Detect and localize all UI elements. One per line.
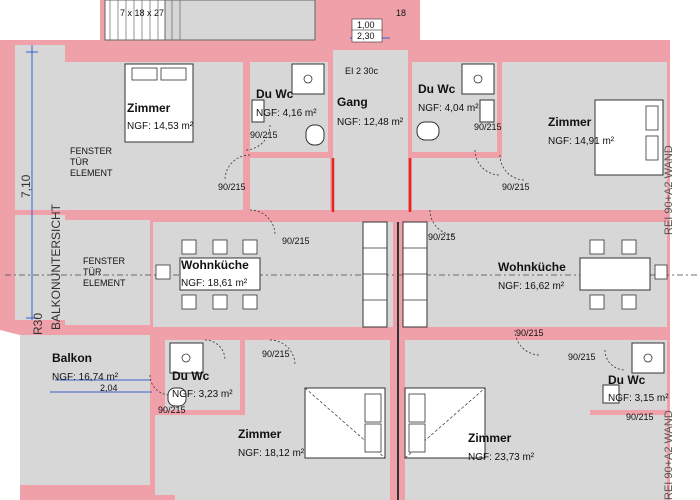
dimension-box: [351, 29, 383, 43]
door-label: 90/215: [568, 352, 596, 362]
room-zimmer-br-ext: [590, 415, 667, 500]
bed-icon: [304, 387, 386, 459]
toilet-icon: [416, 121, 440, 141]
toilet-icon: [305, 124, 325, 146]
shower-icon: [169, 342, 204, 374]
room-name: Du Wc: [172, 369, 210, 383]
door-label: 90/215: [428, 232, 456, 242]
door-label: 90/215: [262, 349, 290, 359]
kitchen-counter-icon: [362, 221, 388, 328]
room-area: NGF: 4,04 m²: [418, 103, 479, 114]
fire-rating-label: EI 2 30c: [345, 66, 379, 76]
room-area: NGF: 12,48 m²: [337, 117, 404, 128]
room-name: Zimmer: [468, 431, 512, 445]
door-label: 90/215: [282, 236, 310, 246]
room-area: NGF: 4,16 m²: [256, 108, 317, 119]
room-area: NGF: 16,62 m²: [498, 281, 565, 292]
fenster-label: ELEMENT: [83, 278, 126, 288]
shower-icon: [631, 342, 665, 374]
dimension-label: 2,04: [100, 383, 118, 393]
room-gang: [333, 50, 408, 210]
room-name: Du Wc: [256, 87, 294, 101]
r30-label: R30: [31, 313, 45, 335]
room-name: Gang: [337, 95, 368, 109]
room-area: NGF: 18,61 m²: [181, 278, 248, 289]
door-label: 90/215: [218, 182, 246, 192]
corridor-bl: [155, 415, 175, 495]
staircase: [104, 0, 316, 41]
dimension-label: 1,00: [357, 20, 375, 30]
wall-rating-label: REI 90+A2 WAND: [663, 410, 675, 500]
kitchen-counter-icon: [402, 221, 428, 328]
room-area: NGF: 3,23 m²: [172, 389, 233, 400]
room-area: NGF: 23,73 m²: [468, 452, 535, 463]
sink-icon: [251, 99, 265, 123]
exterior-area: [0, 0, 100, 40]
fenster-label: TÜR: [70, 157, 89, 167]
balcony-underside-label: BALKONUNTERSICHT: [49, 203, 63, 330]
toilet-icon: [167, 387, 187, 407]
room-name: Wohnküche: [498, 260, 566, 274]
fenster-label: FENSTER: [70, 146, 113, 156]
dining-table-icon: [579, 239, 668, 310]
wall-rating-label: REI 90+A2 WAND: [663, 145, 675, 235]
room-name: Zimmer: [127, 101, 171, 115]
room-name: Du Wc: [608, 373, 646, 387]
balcony-strip: [15, 45, 65, 210]
room-area: NGF: 18,12 m²: [238, 448, 305, 459]
bed-icon: [404, 387, 486, 459]
room-balkon: [20, 335, 150, 485]
fenster-label: TÜR: [83, 267, 102, 277]
dimension-label: 7,10: [19, 174, 33, 198]
exterior-cut: [0, 330, 20, 500]
room-name: Wohnküche: [181, 258, 249, 272]
fenster-label: FENSTER: [83, 256, 126, 266]
shower-icon: [291, 63, 325, 95]
exterior-area: [420, 0, 700, 40]
bed-icon: [124, 63, 194, 143]
hall-right: [412, 158, 502, 210]
fenster-label: ELEMENT: [70, 168, 113, 178]
room-area: NGF: 14,53 m²: [127, 121, 194, 132]
dining-table-icon: [155, 239, 261, 310]
dimension-label: 18: [396, 8, 406, 18]
door-label: 90/215: [250, 130, 278, 140]
bed-icon: [594, 99, 664, 176]
room-zimmer-bl-ext: [175, 415, 250, 500]
shower-icon: [461, 63, 495, 95]
sink-icon: [479, 99, 495, 123]
door-label: 90/215: [474, 122, 502, 132]
balcony-strip: [15, 215, 65, 320]
door-swing-icon: [149, 124, 626, 396]
room-name: Zimmer: [548, 115, 592, 129]
window-bay: [65, 220, 150, 325]
stair-note: 7 x 18 x 27: [120, 8, 164, 18]
hall-left: [250, 158, 330, 210]
dimension-label: 2,30: [357, 31, 375, 41]
exterior-area: [670, 40, 700, 500]
room-area: NGF: 3,15 m²: [608, 393, 669, 404]
sink-icon: [602, 384, 620, 404]
room-name: Zimmer: [238, 427, 282, 441]
door-label: 90/215: [516, 328, 544, 338]
room-area: NGF: 14,91 m²: [548, 136, 615, 147]
door-label: 90/215: [502, 182, 530, 192]
door-label: 90/215: [626, 412, 654, 422]
room-name: Du Wc: [418, 82, 456, 96]
room-area: NGF: 16,74 m²: [52, 372, 119, 383]
room-name: Balkon: [52, 351, 92, 365]
door-label: 90/215: [158, 405, 186, 415]
